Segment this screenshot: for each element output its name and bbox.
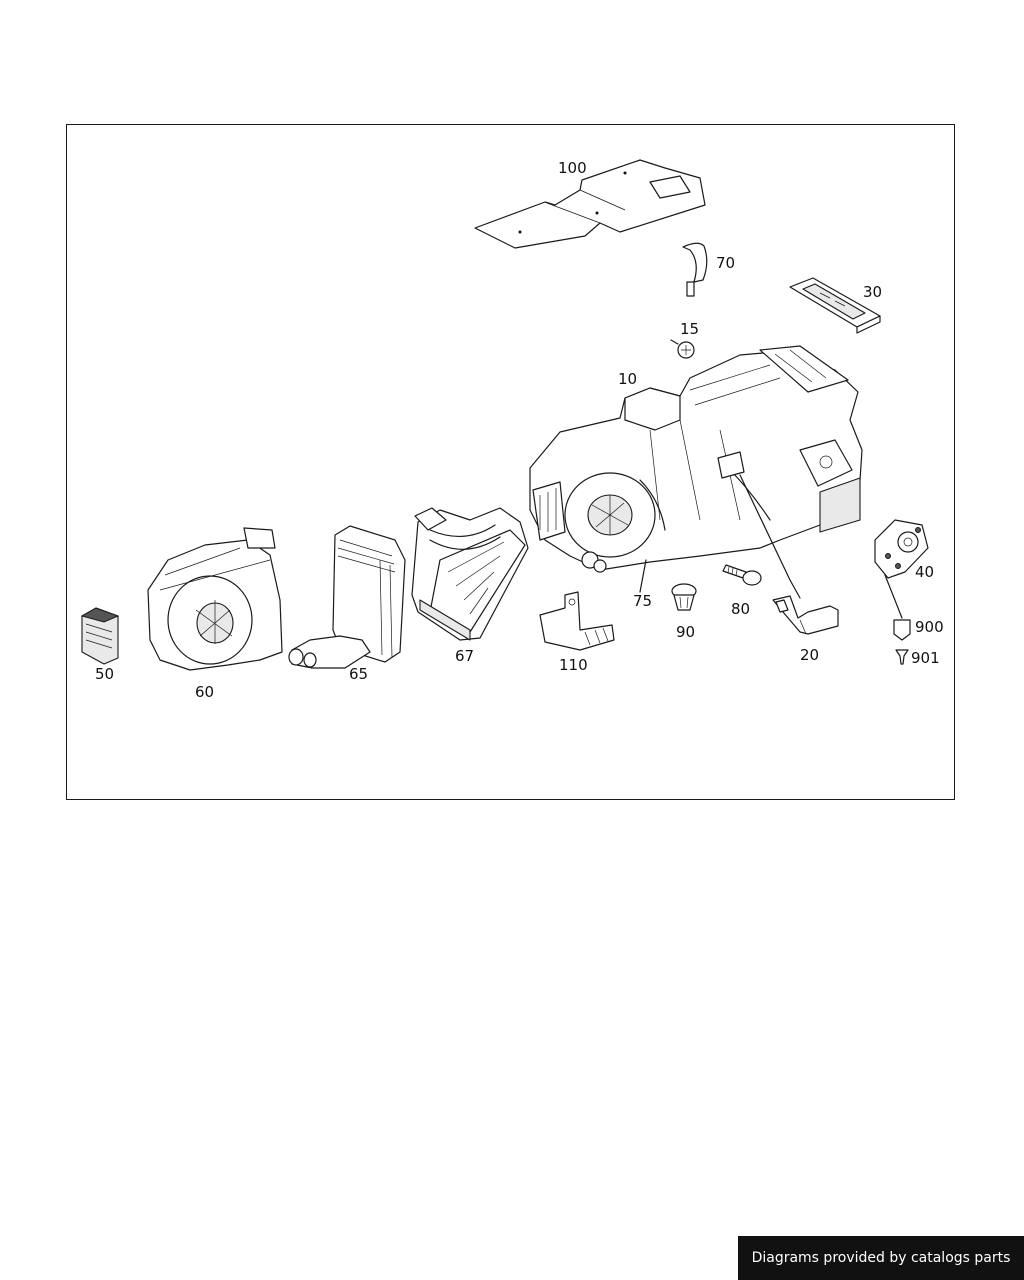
part-65-evaporator [288, 525, 406, 669]
label-901: 901 [911, 649, 940, 667]
label-40: 40 [915, 563, 934, 581]
part-80-bolt [722, 564, 762, 586]
part-90-clip [671, 583, 697, 611]
part-110-bracket [539, 591, 615, 651]
part-901-pin [895, 649, 909, 665]
part-labels: 100 70 30 15 10 40 900 901 75 80 20 90 1… [95, 159, 944, 701]
label-65: 65 [349, 665, 368, 683]
label-20: 20 [800, 646, 819, 664]
label-70: 70 [716, 254, 735, 272]
label-50: 50 [95, 665, 114, 683]
label-110: 110 [559, 656, 588, 674]
label-80: 80 [731, 600, 750, 618]
part-20-sensor [772, 595, 839, 635]
label-100: 100 [558, 159, 587, 177]
part-100-insulation-mat [474, 159, 706, 249]
label-67: 67 [455, 647, 474, 665]
part-50-control-unit [80, 607, 120, 665]
label-90: 90 [676, 623, 695, 641]
part-900-connector [893, 619, 911, 641]
part-40-actuator [874, 519, 929, 579]
part-67-heater-core [411, 507, 529, 641]
label-15: 15 [680, 320, 699, 338]
part-60-blower-housing [147, 527, 283, 671]
part-10-hvac-housing [529, 345, 863, 573]
label-900: 900 [915, 618, 944, 636]
label-60: 60 [195, 683, 214, 701]
caption-bar: Diagrams provided by catalogs parts [738, 1236, 1024, 1280]
leader-lines [639, 474, 903, 619]
part-30-filter-frame [789, 277, 881, 334]
caption-text: Diagrams provided by catalogs parts [751, 1250, 1011, 1266]
part-15-screw [670, 339, 695, 359]
label-10: 10 [618, 370, 637, 388]
part-70-clip [682, 242, 708, 297]
label-75: 75 [633, 592, 652, 610]
label-30: 30 [863, 283, 882, 301]
